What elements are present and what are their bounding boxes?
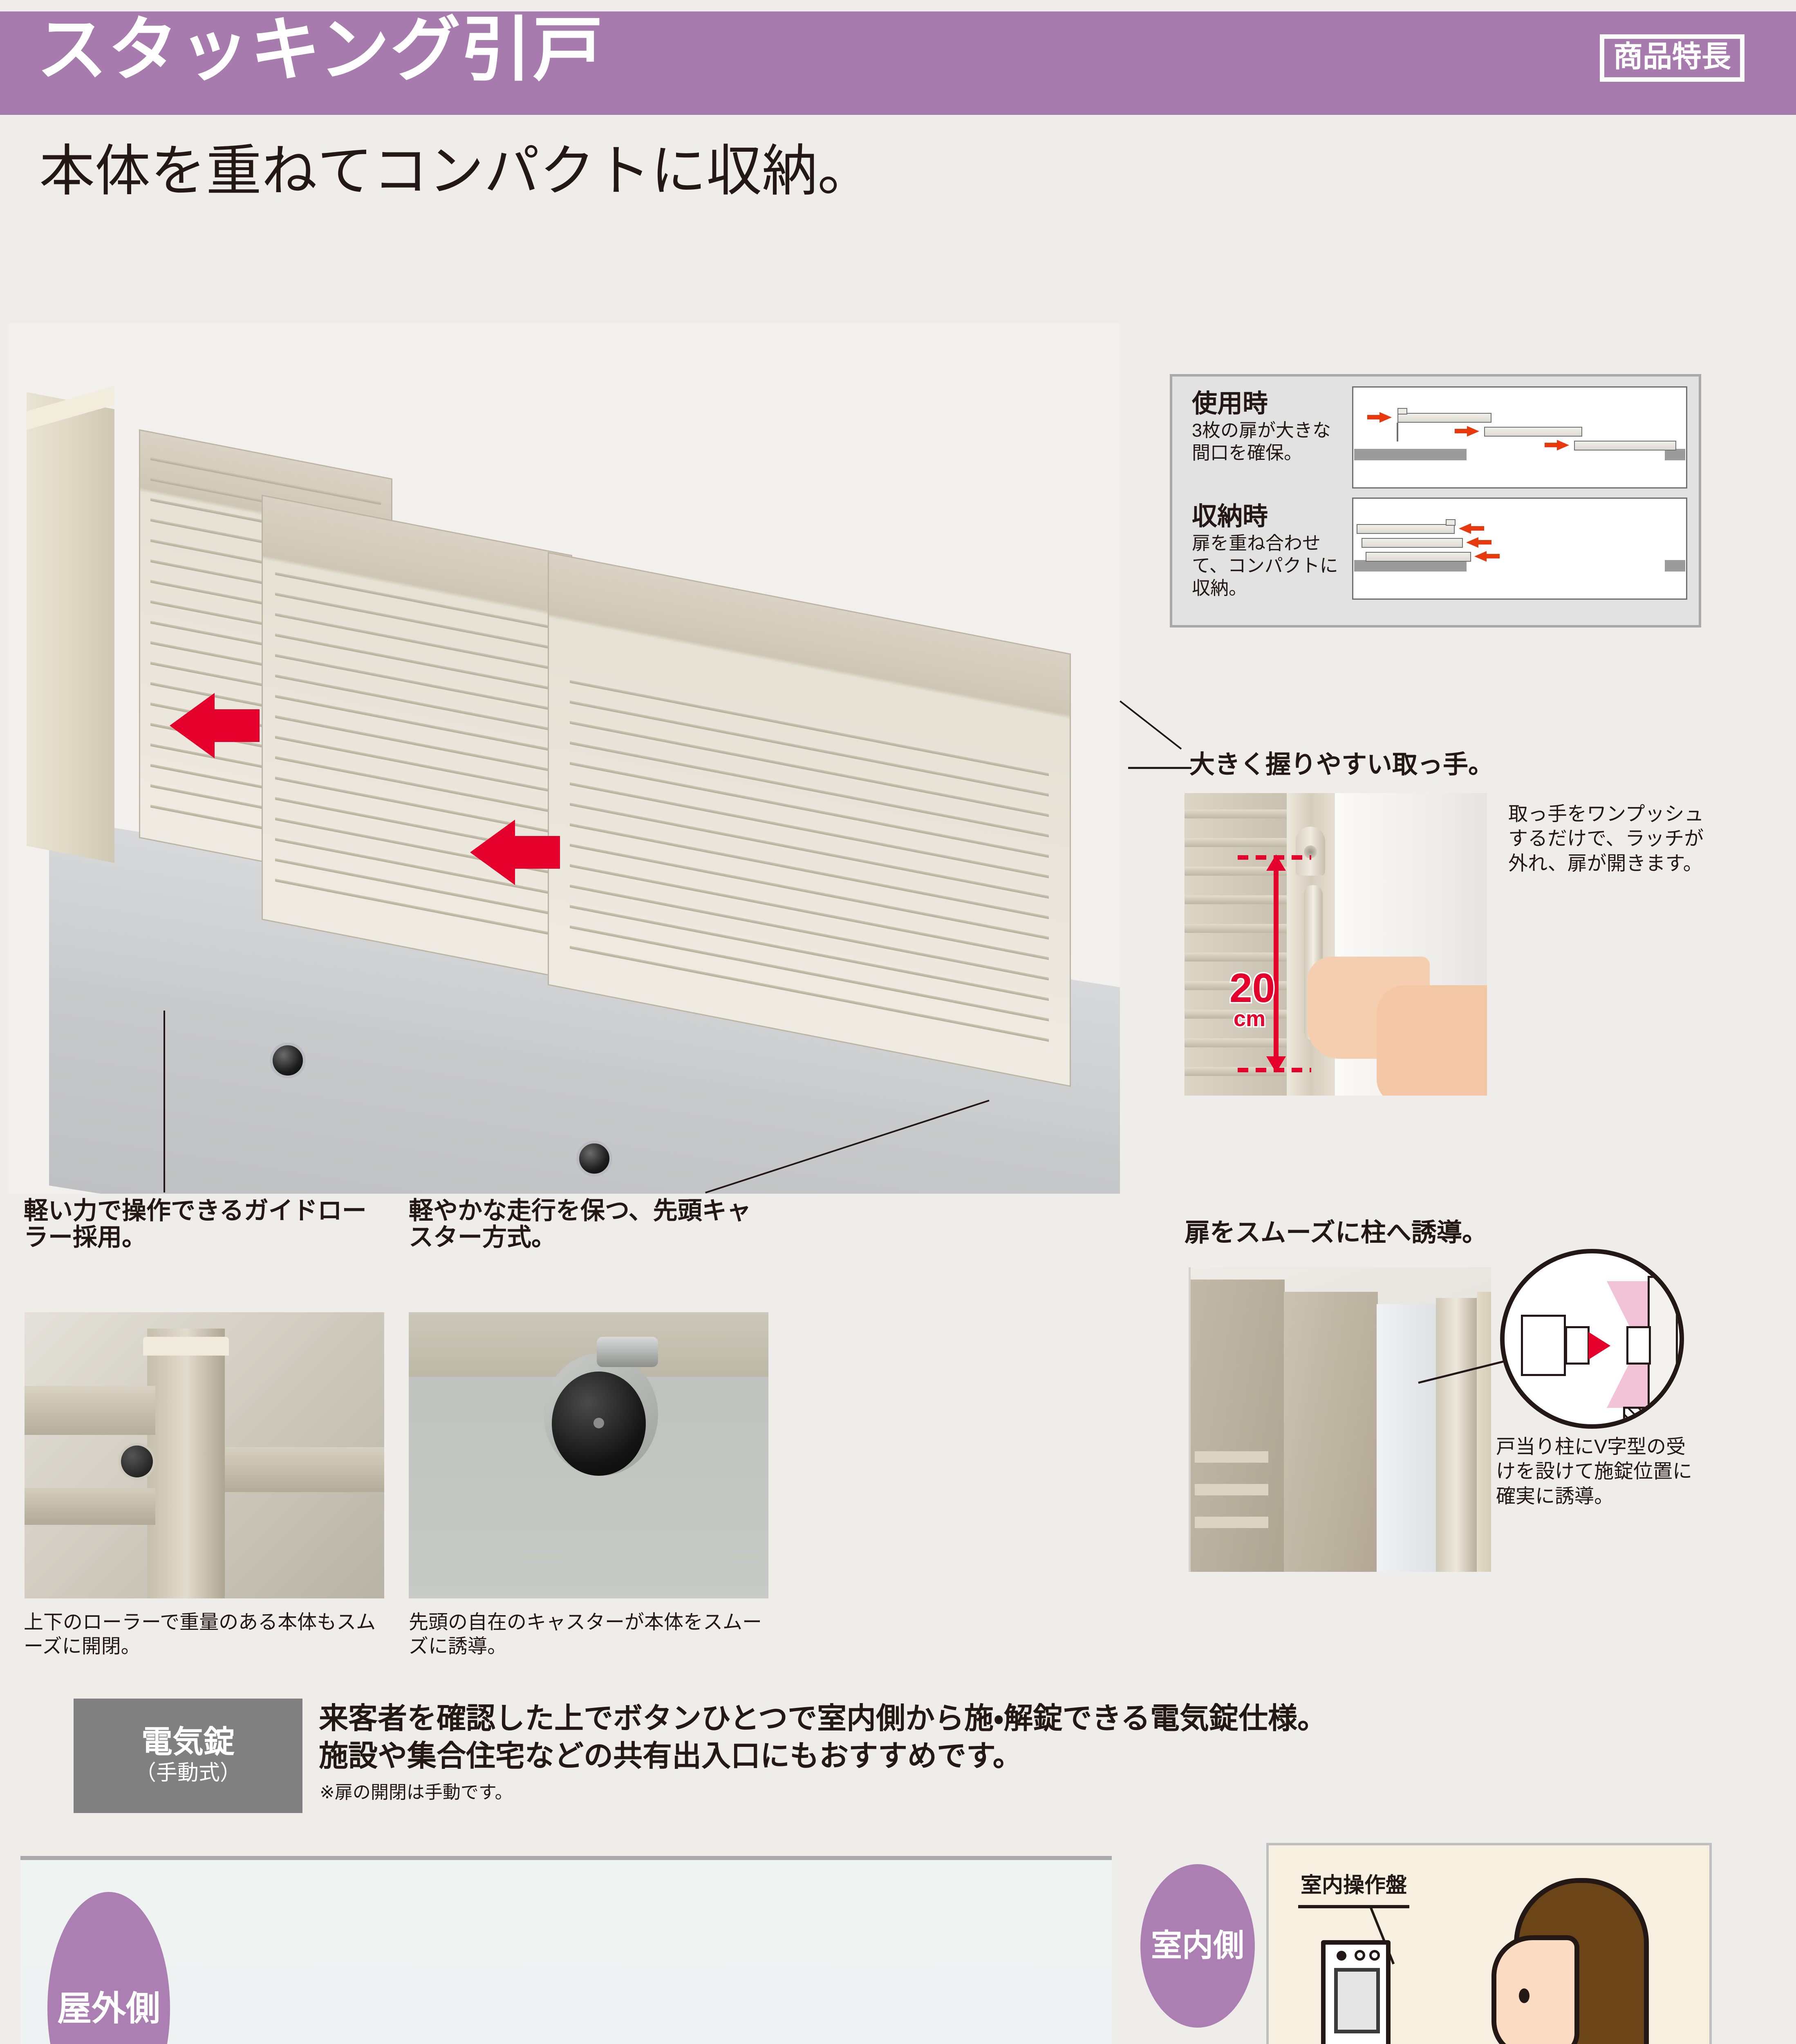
caster-wheel-front — [270, 1042, 306, 1078]
storage-arrow-3-stem — [1487, 554, 1500, 558]
card-caster-photo — [409, 1312, 768, 1598]
gate-post — [27, 392, 114, 863]
storage-rail-right — [1665, 560, 1685, 572]
direction-arrow-left-2 — [470, 820, 515, 885]
outdoor-side-badge: 屋外側 — [47, 1892, 170, 2044]
storage-arrow-2 — [1466, 537, 1478, 548]
handle-feature-title: 大きく握りやすい取っ手。 — [1189, 751, 1494, 779]
indoor-side-badge: 室内側 — [1140, 1864, 1255, 2028]
direction-arrow-left-1-stem — [213, 709, 260, 742]
op-usage-diagram — [1352, 386, 1687, 489]
storage-rail-left — [1354, 560, 1467, 572]
card-caster-caption: 先頭の自在のキャスターが本体をスムーズに誘導。 — [409, 1611, 762, 1657]
person-face — [1491, 1935, 1579, 2044]
electric-lock-tag-line2: （手動式） — [134, 1761, 241, 1785]
storage-door-1 — [1357, 524, 1455, 534]
dimension-arrow-head-down — [1266, 1056, 1286, 1073]
electric-lock-headline-line1: 来客者を確認した上でボタンひとつで室内側から施・解錠できる電気錠仕様。 — [319, 1702, 1327, 1735]
usage-arrow-2 — [1467, 426, 1479, 437]
leader-line-roller — [163, 1011, 165, 1192]
door-stop-post — [1436, 1298, 1477, 1572]
caster-wheel-rear — [576, 1141, 612, 1177]
indoor-panel-speaker-2 — [1369, 1950, 1380, 1961]
electric-lock-tag-line1: 電気錠 — [141, 1724, 235, 1759]
electric-lock-headline-line2: 施設や集合住宅などの共有出入口にもおすすめです。 — [319, 1740, 1022, 1773]
usage-door-2 — [1484, 427, 1582, 437]
usage-rail-right — [1665, 449, 1685, 460]
handle-closeup-photo: 20 cm — [1185, 793, 1487, 1096]
usage-arrow-3-stem — [1545, 443, 1558, 447]
indoor-panel-screen — [1334, 1968, 1380, 2033]
indoor-panel-camera-dot — [1337, 1951, 1346, 1961]
gate-leaf-2 — [262, 495, 572, 980]
electric-lock-note: ※扉の開閉は手動です。 — [320, 1782, 513, 1802]
dimension-arrow-head-up — [1266, 854, 1286, 871]
dimension-unit: cm — [1232, 1006, 1267, 1031]
arm-illustration — [1377, 985, 1487, 1096]
usage-arrow-1 — [1379, 412, 1392, 423]
op-usage-heading: 使用時 — [1192, 390, 1268, 418]
hatched-base — [1623, 1407, 1678, 1424]
usage-door-3 — [1574, 441, 1676, 450]
card-roller-caption: 上下のローラーで重量のある本体もスムーズに開閉。 — [24, 1611, 376, 1657]
indoor-label-underline — [1298, 1905, 1409, 1908]
operation-mode-panel: 使用時 3枚の扉が大きな間口を確保。 収納時 扉を重ね合わせて、コンパクトに収納… — [1170, 374, 1701, 628]
usage-arrow-2-stem — [1455, 429, 1468, 433]
op-storage-diagram — [1352, 498, 1687, 600]
section-badge: 商品特長 — [1599, 34, 1744, 82]
person-eye — [1519, 1988, 1530, 2003]
storage-door-2 — [1362, 538, 1463, 548]
electric-lock-tag: 電気錠 （手動式） — [74, 1699, 302, 1813]
storage-door-3 — [1366, 552, 1471, 562]
storage-arrow-1-stem — [1471, 526, 1484, 531]
op-storage-heading: 収納時 — [1192, 502, 1268, 531]
guide-v-receiver-diagram — [1500, 1249, 1684, 1429]
guide-feature-title: 扉をスムーズに柱へ誘導。 — [1185, 1219, 1487, 1247]
dimension-value: 20 — [1228, 965, 1276, 1011]
page-subtitle: 本体を重ねてコンパクトに収納。 — [39, 140, 873, 202]
card-roller-photo — [25, 1312, 384, 1598]
op-usage-description: 3枚の扉が大きな間口を確保。 — [1192, 420, 1331, 463]
op-row-storage-text: 収納時 扉を重ね合わせて、コンパクトに収納。 — [1192, 503, 1347, 600]
storage-arrow-1 — [1459, 523, 1471, 534]
card-caster-title: 軽やかな走行を保つ、先頭キャスター方式。 — [409, 1197, 751, 1251]
guide-closeup-photo — [1189, 1267, 1491, 1572]
indoor-panel-label: 室内操作盤 — [1301, 1874, 1407, 1897]
guide-direction-arrow — [1588, 1332, 1610, 1360]
usage-arrow-3 — [1557, 440, 1569, 450]
leader-line-handle — [1120, 700, 1182, 750]
direction-arrow-left-2-stem — [513, 836, 560, 869]
op-storage-description: 扉を重ね合わせて、コンパクトに収納。 — [1192, 533, 1338, 598]
leader-line-handle-h — [1128, 767, 1191, 769]
storage-arrow-2-stem — [1478, 540, 1491, 545]
header-band — [0, 11, 1796, 115]
page-title: スタッキング引戸 — [37, 11, 604, 89]
outdoor-scene-photo: 電気錠 屋外側 屋外操作盤 インターホン — [20, 1856, 1112, 2044]
card-roller-title: 軽い力で操作できるガイドローラー採用。 — [24, 1197, 367, 1251]
hero-gate-photo — [8, 323, 1120, 1194]
op-row-usage-text: 使用時 3枚の扉が大きな間口を確保。 — [1192, 390, 1347, 464]
dimension-arrow-shaft — [1274, 861, 1279, 1068]
indoor-operation-illustration: 室内操作盤 — [1266, 1843, 1712, 2044]
indoor-panel-speaker-1 — [1355, 1950, 1365, 1961]
usage-arrow-1-stem — [1367, 415, 1380, 419]
guide-feature-caption: 戸当り柱にV字型の受けを設けて施錠位置に確実に誘導。 — [1496, 1436, 1693, 1507]
usage-rail-left — [1354, 449, 1467, 460]
electric-lock-headline: 来客者を確認した上でボタンひとつで室内側から施・解錠できる電気錠仕様。 施設や集… — [319, 1700, 1545, 1775]
handle-feature-description: 取っ手をワンプッシュするだけで、ラッチが外れ、扉が開きます。 — [1508, 803, 1704, 874]
direction-arrow-left-1 — [170, 693, 215, 758]
storage-arrow-3 — [1474, 551, 1487, 562]
usage-door-1 — [1397, 413, 1491, 423]
